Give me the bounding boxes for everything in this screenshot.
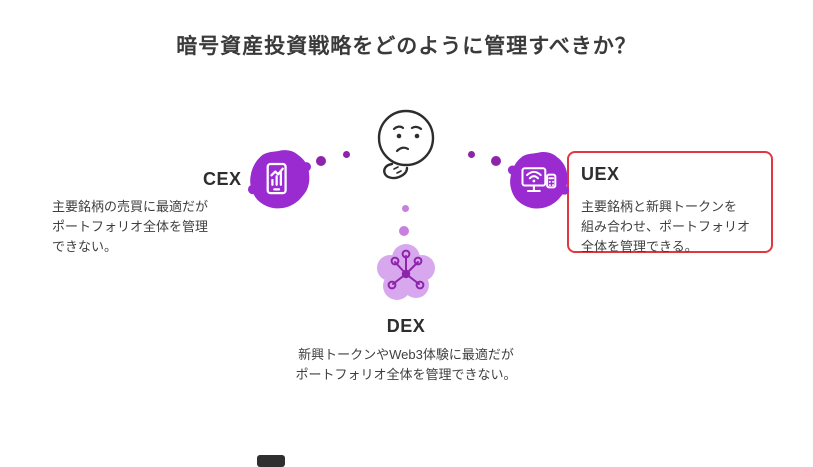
uex-description: 主要銘柄と新興トークンを 組み合わせ、ポートフォリオ 全体を管理できる。 (581, 197, 750, 257)
network-nodes-icon-svg (377, 244, 435, 300)
thinking-face-svg (377, 109, 435, 180)
dex-desc-line-2: ポートフォリオ全体を管理できない。 (295, 367, 517, 383)
dex-icon (366, 238, 446, 317)
cex-desc-line-3: できない。 (52, 239, 118, 255)
cex-icon (246, 148, 312, 217)
connector-dot-right-1 (468, 151, 475, 158)
uex-label: UEX (581, 164, 620, 184)
uex-icon (506, 150, 570, 217)
uex-desc-line-1: 主要銘柄と新興トークンを (581, 199, 738, 214)
page-title: 暗号資産投資戦略をどのように管理すべきか？ (176, 35, 637, 58)
cex-desc-line-2: ポートフォリオ全体を管理 (52, 219, 209, 235)
smart-terminal-icon-svg (507, 152, 569, 209)
connector-dot-right-2 (491, 156, 501, 166)
cex-desc-line-1: 主要銘柄の売買に最適だが (52, 199, 209, 214)
uex-desc-line-3: 全体を管理できる。 (581, 239, 698, 255)
cex-description: 主要銘柄の売買に最適だが ポートフォリオ全体を管理 できない。 (52, 197, 208, 257)
connector-dot-down-2 (399, 226, 409, 236)
mobile-trading-icon-svg (247, 150, 311, 209)
cex-label: CEX (203, 169, 242, 189)
connector-dot-down-1 (402, 205, 409, 212)
uex-highlight-box (567, 151, 773, 253)
connector-dot-left-1 (316, 156, 326, 166)
uex-desc-line-2: 組み合わせ、ポートフォリオ (581, 219, 751, 235)
connector-dot-left-2 (343, 151, 350, 158)
footer-mark (257, 455, 285, 467)
thinking-face-icon (368, 103, 448, 198)
dex-label: DEX (386, 316, 426, 336)
dex-description: 新興トークンやWeb3体験に最適だが ポートフォリオ全体を管理できない。 (256, 345, 556, 385)
dex-desc-line-1: 新興トークンやWeb3体験に最適だが (298, 347, 514, 362)
